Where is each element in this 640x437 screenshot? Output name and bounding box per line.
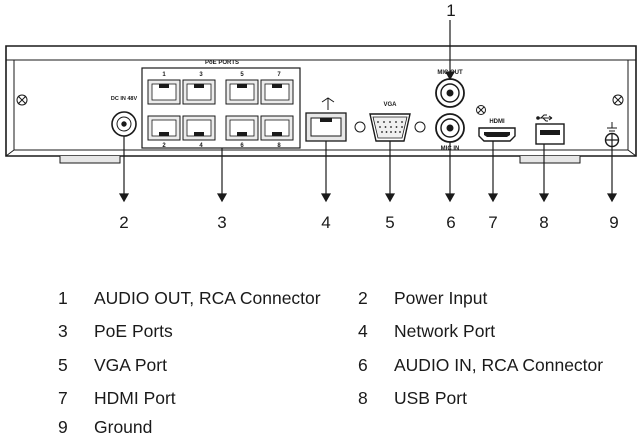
mounting-screw-icon	[16, 94, 28, 106]
dc-in-label: DC IN 48V	[111, 96, 138, 102]
vga-label: VGA	[383, 102, 397, 108]
legend-number: 9	[58, 417, 68, 437]
ground-terminal	[604, 122, 620, 148]
legend-text: Ground	[94, 417, 153, 437]
legend-number: 1	[58, 288, 68, 308]
audio-out-rca	[435, 78, 465, 108]
callout-lines	[118, 20, 618, 203]
poe-port-number: 4	[199, 143, 203, 149]
legend-number: 3	[58, 321, 68, 341]
legend-number: 8	[358, 388, 368, 408]
callout-number-8: 8	[539, 213, 548, 232]
poe-port-number: 7	[277, 72, 281, 78]
poe-port-jack	[182, 115, 216, 141]
poe-port-jack	[225, 79, 259, 105]
legend-text: HDMI Port	[94, 388, 176, 408]
legend-text: Network Port	[394, 321, 496, 341]
poe-port-number: 2	[162, 143, 166, 149]
network-port	[305, 97, 347, 142]
hdmi-label: HDMI	[489, 119, 505, 125]
poe-port-jack	[147, 115, 181, 141]
usb-port	[535, 114, 565, 145]
callout-number-2: 2	[119, 213, 128, 232]
callout-number-5: 5	[385, 213, 394, 232]
callout-number-3: 3	[217, 213, 226, 232]
poe-ports-label: PoE PORTS	[205, 60, 239, 66]
poe-port-number: 1	[162, 72, 166, 78]
legend-number: 5	[58, 355, 68, 375]
callout-number-6: 6	[446, 213, 455, 232]
legend-text: VGA Port	[94, 355, 167, 375]
callout-number-9: 9	[609, 213, 618, 232]
poe-port-number: 6	[240, 143, 244, 149]
poe-ports-block: PoE PORTS 1 3 5 7 2 4 6 8	[141, 60, 301, 149]
poe-port-number: 3	[199, 72, 203, 78]
legend-number: 4	[358, 321, 368, 341]
chassis-feet	[59, 156, 581, 164]
poe-port-numbers-bottom: 2 4 6 8	[162, 143, 281, 149]
legend-text: AUDIO OUT, RCA Connector	[94, 288, 321, 308]
callout-number-1: 1	[446, 1, 455, 20]
legend: 1 AUDIO OUT, RCA Connector 2 Power Input…	[0, 280, 640, 437]
poe-port-jack	[260, 115, 294, 141]
usb-icon	[536, 114, 553, 122]
hdmi-port: HDMI	[478, 119, 516, 142]
poe-port-jack	[260, 79, 294, 105]
poe-port-numbers-top: 1 3 5 7	[162, 72, 281, 78]
legend-text: Power Input	[394, 288, 488, 308]
audio-in-rca	[435, 113, 465, 143]
poe-port-jack	[182, 79, 216, 105]
screw-icon	[476, 105, 486, 115]
callout-number-7: 7	[488, 213, 497, 232]
poe-port-number: 5	[240, 72, 244, 78]
callout-number-4: 4	[321, 213, 330, 232]
chassis	[5, 45, 637, 157]
legend-text: USB Port	[394, 388, 467, 408]
mounting-screw-icon	[612, 94, 624, 106]
poe-port-number: 8	[277, 143, 281, 149]
legend-number: 2	[358, 288, 368, 308]
poe-port-jack	[225, 115, 259, 141]
callout-numbers: 1 2 3 4 5 6 7 8 9	[119, 1, 618, 232]
power-input-jack	[111, 111, 137, 137]
legend-number: 7	[58, 388, 68, 408]
legend-text: AUDIO IN, RCA Connector	[394, 355, 604, 375]
legend-text: PoE Ports	[94, 321, 173, 341]
legend-number: 6	[358, 355, 368, 375]
vga-port: VGA	[354, 102, 426, 142]
poe-port-jack	[147, 79, 181, 105]
